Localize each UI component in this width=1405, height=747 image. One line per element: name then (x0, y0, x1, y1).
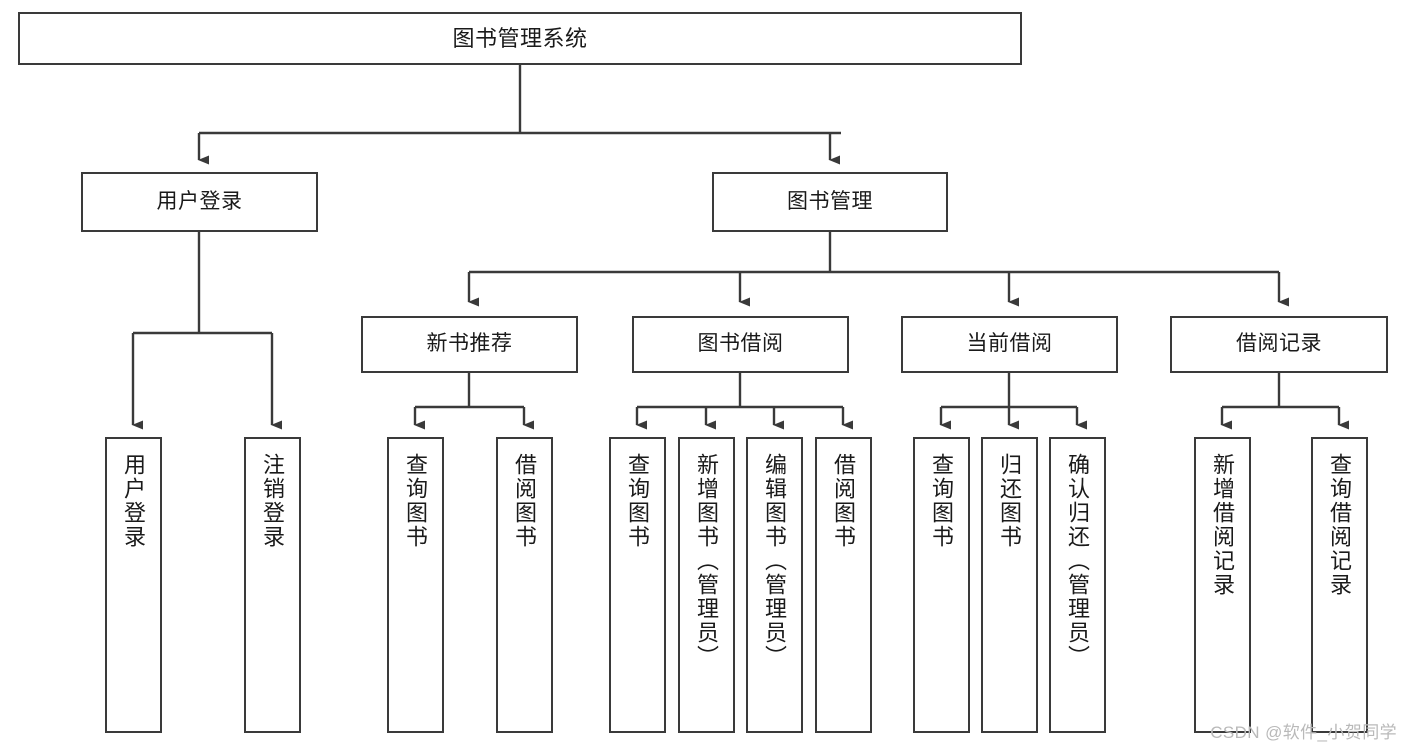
node-leaf-add-borrow-record[interactable]: 新增借阅记录 (1194, 437, 1251, 733)
node-label: 新书推荐 (426, 332, 513, 356)
node-current-borrow[interactable]: 当前借阅 (901, 316, 1118, 373)
node-label: 当前借阅 (966, 332, 1053, 356)
node-label: 归还图书 (997, 453, 1023, 549)
node-label: 查询图书 (625, 453, 651, 549)
node-label: 新增图书（管理员） (694, 453, 720, 669)
node-label: 编辑图书（管理员） (762, 453, 788, 669)
node-label: 确认归还（管理员） (1065, 453, 1091, 669)
node-user-login[interactable]: 用户登录 (81, 172, 318, 232)
node-leaf-return-book[interactable]: 归还图书 (981, 437, 1038, 733)
node-label: 借阅记录 (1236, 332, 1322, 356)
node-label: 图书管理 (787, 189, 873, 213)
node-label: 查询图书 (929, 453, 955, 549)
node-root-book-management-system[interactable]: 图书管理系统 (18, 12, 1022, 65)
node-leaf-query-book-current[interactable]: 查询图书 (913, 437, 970, 733)
node-label: 查询借阅记录 (1327, 453, 1353, 597)
node-new-book-recommend[interactable]: 新书推荐 (361, 316, 578, 373)
node-leaf-user-login[interactable]: 用户登录 (105, 437, 162, 733)
node-label: 查询图书 (403, 453, 429, 549)
node-leaf-edit-book[interactable]: 编辑图书（管理员） (746, 437, 803, 733)
node-label: 新增借阅记录 (1210, 453, 1236, 597)
node-label: 用户登录 (156, 189, 243, 213)
node-leaf-query-book-recommend[interactable]: 查询图书 (387, 437, 444, 733)
node-borrow-record[interactable]: 借阅记录 (1170, 316, 1388, 373)
node-leaf-borrow-book-recommend[interactable]: 借阅图书 (496, 437, 553, 733)
node-book-borrow[interactable]: 图书借阅 (632, 316, 849, 373)
node-label: 图书借阅 (697, 332, 784, 356)
node-leaf-query-borrow-record[interactable]: 查询借阅记录 (1311, 437, 1368, 733)
node-label: 用户登录 (121, 453, 147, 549)
node-leaf-query-book-borrow[interactable]: 查询图书 (609, 437, 666, 733)
node-book-management[interactable]: 图书管理 (712, 172, 948, 232)
node-label: 图书管理系统 (452, 25, 588, 51)
node-leaf-logout[interactable]: 注销登录 (244, 437, 301, 733)
node-label: 借阅图书 (831, 453, 857, 549)
node-leaf-borrow-book[interactable]: 借阅图书 (815, 437, 872, 733)
node-leaf-add-book[interactable]: 新增图书（管理员） (678, 437, 735, 733)
node-label: 注销登录 (260, 453, 286, 549)
node-leaf-confirm-return[interactable]: 确认归还（管理员） (1049, 437, 1106, 733)
node-label: 借阅图书 (512, 453, 538, 549)
